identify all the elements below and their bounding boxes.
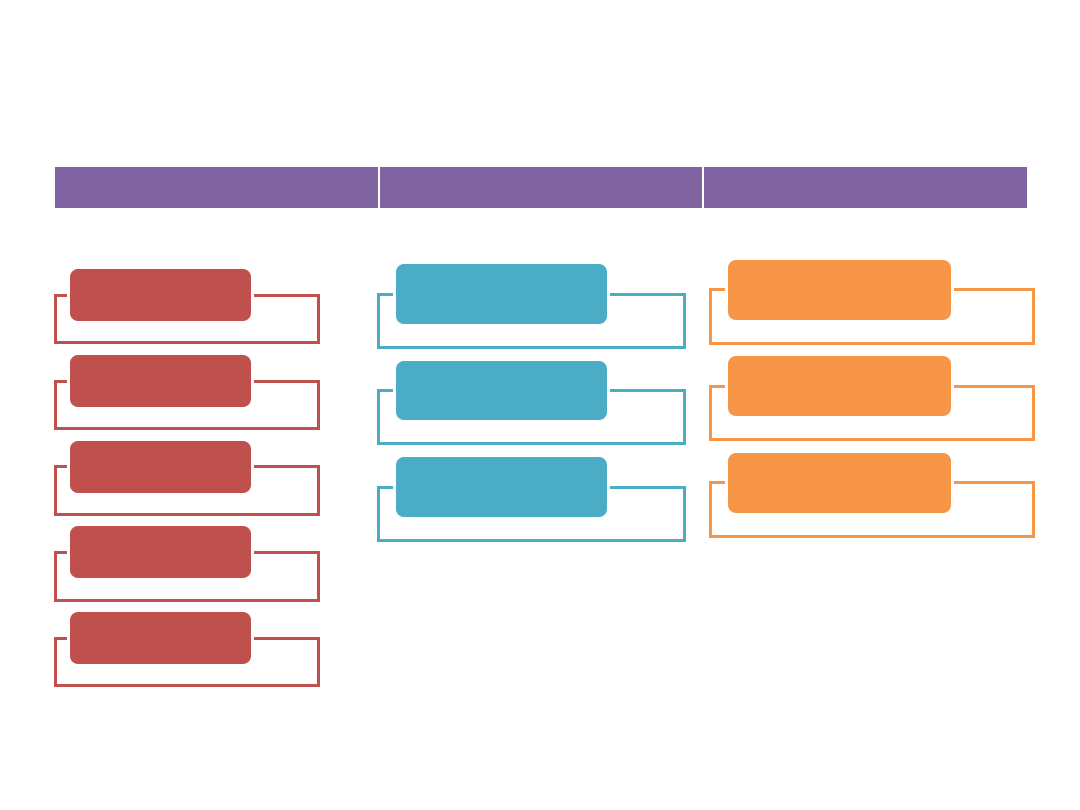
item-title-box — [396, 264, 607, 324]
item-title-box — [728, 356, 951, 416]
item-title-box — [70, 269, 251, 321]
item-title-box — [70, 612, 251, 664]
item-title-box — [728, 260, 951, 320]
item-title-box — [70, 441, 251, 493]
item-title-box — [70, 526, 251, 578]
column-header-2 — [380, 167, 702, 208]
column-header-3 — [704, 167, 1027, 208]
item-title-box — [70, 355, 251, 407]
column-header-1 — [55, 167, 378, 208]
item-title-box — [396, 361, 607, 420]
item-title-box — [728, 453, 951, 513]
item-title-box — [396, 457, 607, 517]
